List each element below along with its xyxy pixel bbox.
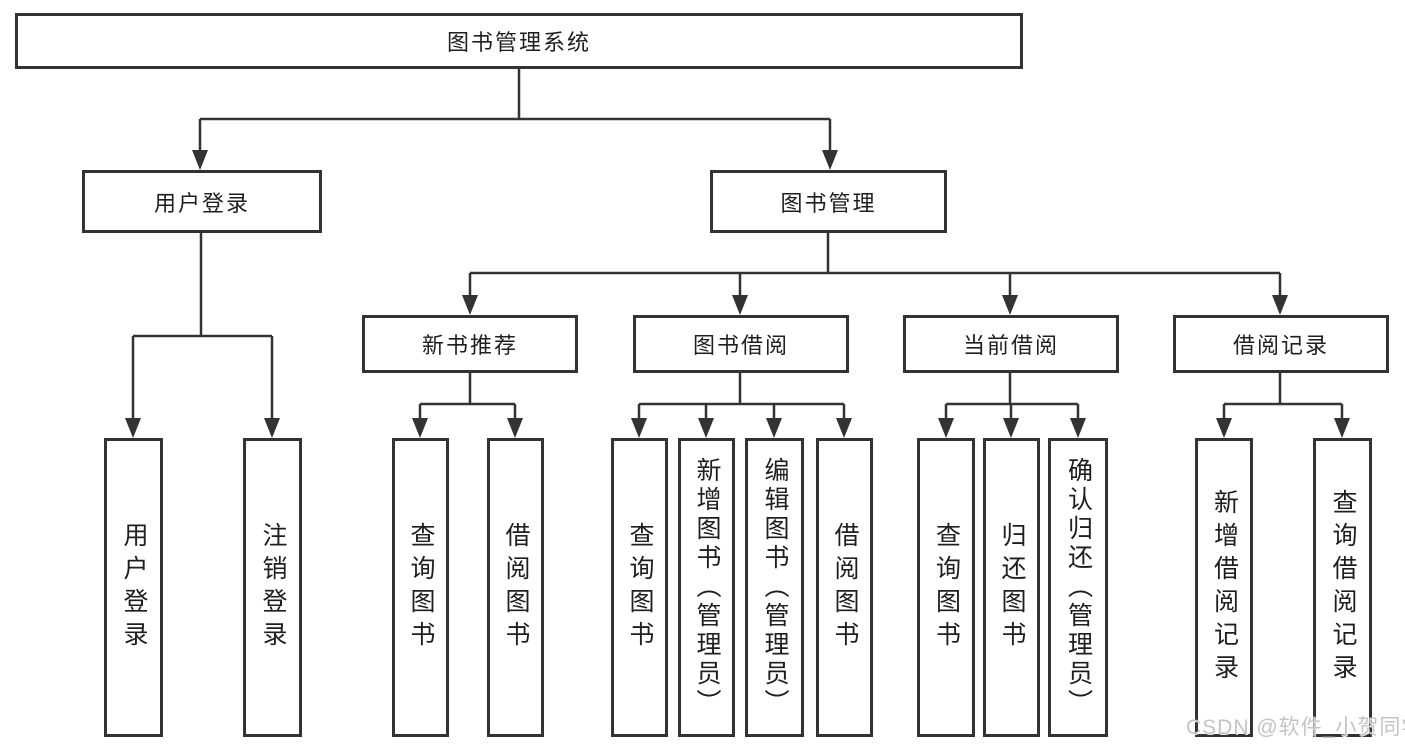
arrow-icon	[462, 295, 478, 315]
node-leaf-query-books-3: 查询图书	[917, 438, 975, 737]
node-leaf-query-books-2: 查询图书	[611, 438, 668, 737]
arrow-icon	[1003, 418, 1019, 438]
connector-records	[1222, 373, 1344, 424]
arrow-icon	[1334, 418, 1350, 438]
arrow-icon	[507, 418, 523, 438]
node-book-management-branch: 图书管理	[710, 170, 947, 233]
arrow-icon	[822, 150, 838, 170]
connector-borrowing	[637, 373, 846, 424]
connector-user-login	[131, 233, 274, 424]
node-user-login-branch: 用户登录	[82, 170, 322, 233]
node-leaf-logout: 注销登录	[243, 438, 302, 737]
arrowheads	[125, 150, 1350, 438]
node-book-borrowing: 图书借阅	[633, 315, 849, 373]
arrow-icon	[631, 418, 647, 438]
node-leaf-confirm-return-admin: 确认归还（管理员）	[1048, 438, 1108, 737]
arrow-icon	[1002, 295, 1018, 315]
node-leaf-query-borrow-record: 查询借阅记录	[1313, 438, 1372, 737]
node-new-book-recommend: 新书推荐	[362, 315, 578, 373]
node-leaf-add-borrow-record: 新增借阅记录	[1195, 438, 1253, 737]
arrow-icon	[125, 418, 141, 438]
node-current-borrowing: 当前借阅	[903, 315, 1119, 373]
arrow-icon	[698, 418, 714, 438]
arrow-icon	[412, 418, 428, 438]
connector-book-mgmt	[468, 233, 1282, 300]
connector-new-books	[418, 373, 517, 424]
arrow-icon	[836, 418, 852, 438]
node-leaf-return-books: 归还图书	[983, 438, 1040, 737]
node-leaf-add-books-admin: 新增图书（管理员）	[678, 438, 735, 737]
arrow-icon	[1216, 418, 1232, 438]
node-leaf-borrow-books-2: 借阅图书	[816, 438, 873, 737]
arrow-icon	[766, 418, 782, 438]
arrow-icon	[192, 150, 208, 170]
node-leaf-edit-books-admin: 编辑图书（管理员）	[745, 438, 804, 737]
arrow-icon	[264, 418, 280, 438]
csdn-watermark: CSDN @软件_小贺同学	[1186, 716, 1405, 739]
arrow-icon	[1272, 295, 1288, 315]
node-leaf-query-books-1: 查询图书	[392, 438, 449, 737]
node-borrowing-records: 借阅记录	[1173, 315, 1389, 373]
connector-root	[198, 69, 832, 156]
node-leaf-borrow-books-1: 借阅图书	[487, 438, 544, 737]
node-root-system: 图书管理系统	[15, 13, 1023, 69]
arrow-icon	[938, 418, 954, 438]
arrow-icon	[1070, 418, 1086, 438]
node-leaf-user-login: 用户登录	[104, 438, 163, 737]
connector-current	[944, 373, 1080, 424]
arrow-icon	[732, 295, 748, 315]
